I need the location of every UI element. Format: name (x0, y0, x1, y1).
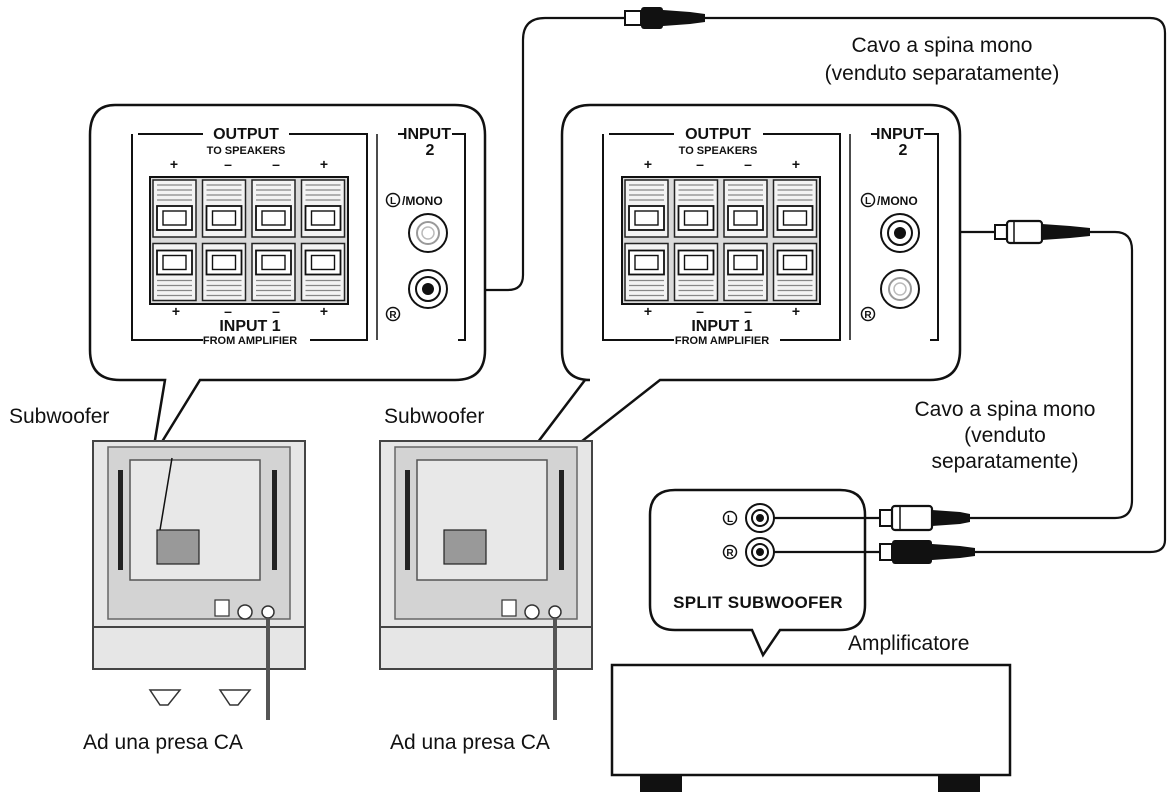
svg-text:–: – (696, 156, 704, 172)
speaker-terminal (673, 179, 719, 238)
split-subwoofer-label: SPLIT SUBWOOFER (673, 593, 843, 612)
amp-l-jack: L (722, 503, 775, 533)
speaker-terminal (772, 242, 818, 302)
svg-text:R: R (726, 548, 734, 559)
right-from-amplifier-label: FROM AMPLIFIER (675, 335, 769, 347)
speaker-terminal (251, 179, 296, 238)
right-input1-label: INPUT 1 (691, 318, 752, 335)
left-input1-label: INPUT 1 (219, 318, 280, 335)
svg-text:–: – (696, 303, 704, 319)
amplifier-label: Amplificatore (848, 632, 969, 655)
svg-text:–: – (272, 156, 280, 172)
svg-text:/MONO: /MONO (877, 194, 918, 208)
svg-text:R: R (864, 310, 872, 321)
mono-plug-top (624, 7, 705, 29)
left-input2-label: INPUT (403, 126, 451, 143)
speaker-terminal (201, 179, 247, 238)
svg-text:+: + (644, 303, 652, 319)
split-subwoofer-callout (648, 488, 867, 658)
ac-outlet-mid-label: Ad una presa CA (390, 731, 550, 754)
left-r-jack: R (385, 269, 448, 322)
right-r-jack: R (860, 269, 920, 322)
speaker-terminal (251, 242, 296, 302)
subwoofer-left (92, 440, 306, 706)
amp-r-jack: R (722, 537, 775, 567)
mono-cable-top (440, 16, 1167, 554)
svg-text:L: L (727, 514, 733, 525)
right-output-label: OUTPUT (685, 126, 751, 143)
left-output-terminals (131, 133, 378, 341)
speaker-terminal (624, 242, 669, 302)
svg-text:L: L (390, 196, 396, 207)
svg-text:–: – (224, 156, 232, 172)
subwoofer-mid (379, 440, 593, 670)
left-output-label: OUTPUT (213, 126, 279, 143)
left-terminal-block (149, 176, 349, 305)
svg-text:+: + (792, 156, 800, 172)
speaker-terminal (723, 179, 768, 238)
right-output-terminals (602, 133, 851, 341)
subwoofer-left-label: Subwoofer (9, 405, 109, 428)
speaker-terminal (152, 179, 197, 238)
speaker-terminal (300, 242, 346, 302)
svg-text:–: – (272, 303, 280, 319)
speaker-terminal (152, 242, 197, 302)
amp-plug-l (879, 504, 970, 532)
speaker-terminal (624, 179, 669, 238)
cable-right-label-2: (venduto (964, 424, 1046, 447)
speaker-terminal (772, 179, 818, 238)
right-input2-label: INPUT (876, 126, 924, 143)
left-l-mono-jack: L /MONO (385, 192, 448, 253)
right-l-mono-jack: L /MONO (860, 192, 920, 253)
svg-text:+: + (170, 156, 178, 172)
ac-outlet-left-label: Ad una presa CA (83, 731, 243, 754)
left-to-speakers-label: TO SPEAKERS (207, 145, 286, 157)
svg-text:+: + (172, 303, 180, 319)
svg-text:–: – (744, 303, 752, 319)
amplifier-box (610, 663, 1012, 792)
svg-text:/MONO: /MONO (402, 194, 443, 208)
cable-top-label-1: Cavo a spina mono (852, 34, 1033, 57)
svg-text:–: – (744, 156, 752, 172)
speaker-terminal (673, 242, 719, 302)
mono-plug-right (994, 219, 1090, 245)
right-to-speakers-label: TO SPEAKERS (679, 145, 758, 157)
speaker-terminal (201, 242, 247, 302)
speaker-terminal (300, 179, 346, 238)
amp-plug-r (879, 540, 975, 564)
speaker-terminal (723, 242, 768, 302)
cable-right-label-1: Cavo a spina mono (915, 398, 1096, 421)
right-terminal-block (621, 176, 821, 305)
subwoofer-mid-label: Subwoofer (384, 405, 484, 428)
svg-text:2: 2 (426, 142, 435, 159)
left-from-amplifier-label: FROM AMPLIFIER (203, 335, 297, 347)
svg-text:R: R (389, 310, 397, 321)
cable-right-label-3: separatamente) (931, 450, 1078, 473)
cable-top-label-2: (venduto separatamente) (825, 62, 1060, 85)
svg-text:+: + (320, 156, 328, 172)
svg-text:L: L (865, 196, 871, 207)
svg-text:+: + (792, 303, 800, 319)
svg-text:2: 2 (899, 142, 908, 159)
svg-text:+: + (644, 156, 652, 172)
svg-text:–: – (224, 303, 232, 319)
svg-text:+: + (320, 303, 328, 319)
